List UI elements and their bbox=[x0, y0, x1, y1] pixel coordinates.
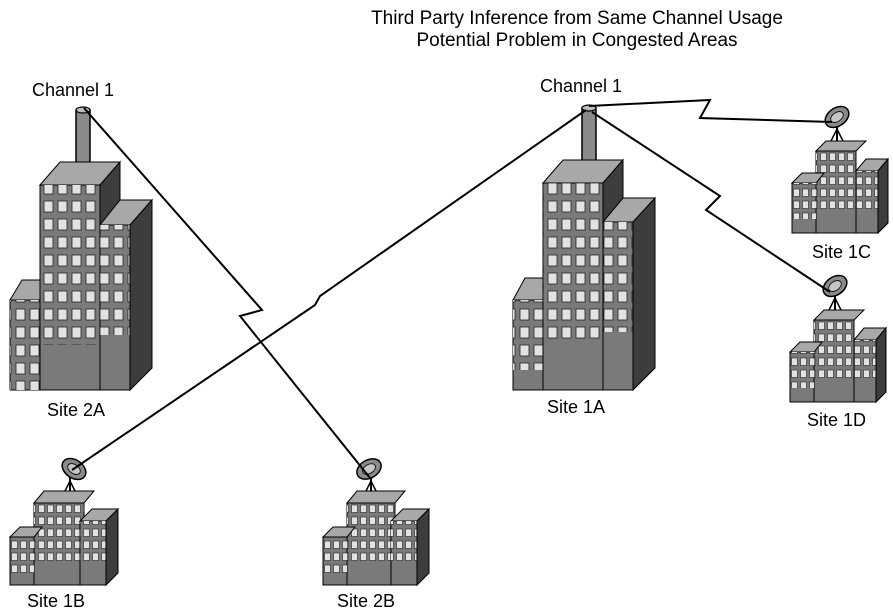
site-label-1d: Site 1D bbox=[807, 410, 867, 430]
building-site-2a bbox=[9, 106, 154, 392]
site-label-1a: Site 1A bbox=[547, 397, 606, 417]
site-label-1c: Site 1C bbox=[812, 242, 872, 262]
site-label-2b: Site 2B bbox=[337, 591, 396, 611]
link-site1a-to-site1c bbox=[588, 98, 833, 123]
channel-label-right: Channel 1 bbox=[540, 76, 623, 96]
building-site-1d bbox=[788, 274, 888, 404]
channel-label-left: Channel 1 bbox=[32, 80, 115, 100]
building-site-1b bbox=[8, 457, 120, 587]
title-line-2: Potential Problem in Congested Areas bbox=[416, 30, 738, 52]
title-line-1: Third Party Inference from Same Channel … bbox=[371, 8, 783, 29]
satellite-dish-icon bbox=[822, 274, 848, 313]
diagram-title: Third Party Inference from Same Channel … bbox=[0, 8, 893, 53]
satellite-dish-icon bbox=[356, 458, 382, 496]
building-site-1a bbox=[512, 104, 657, 392]
building-site-1c bbox=[790, 105, 890, 235]
link-site2a-to-site2b bbox=[83, 107, 371, 479]
link-site1a-to-site1d bbox=[591, 111, 831, 293]
site-label-2a: Site 2A bbox=[47, 400, 106, 420]
site-label-1b: Site 1B bbox=[27, 591, 86, 611]
building-site-2b bbox=[321, 458, 431, 587]
link-site1a-to-site1b bbox=[71, 109, 587, 471]
